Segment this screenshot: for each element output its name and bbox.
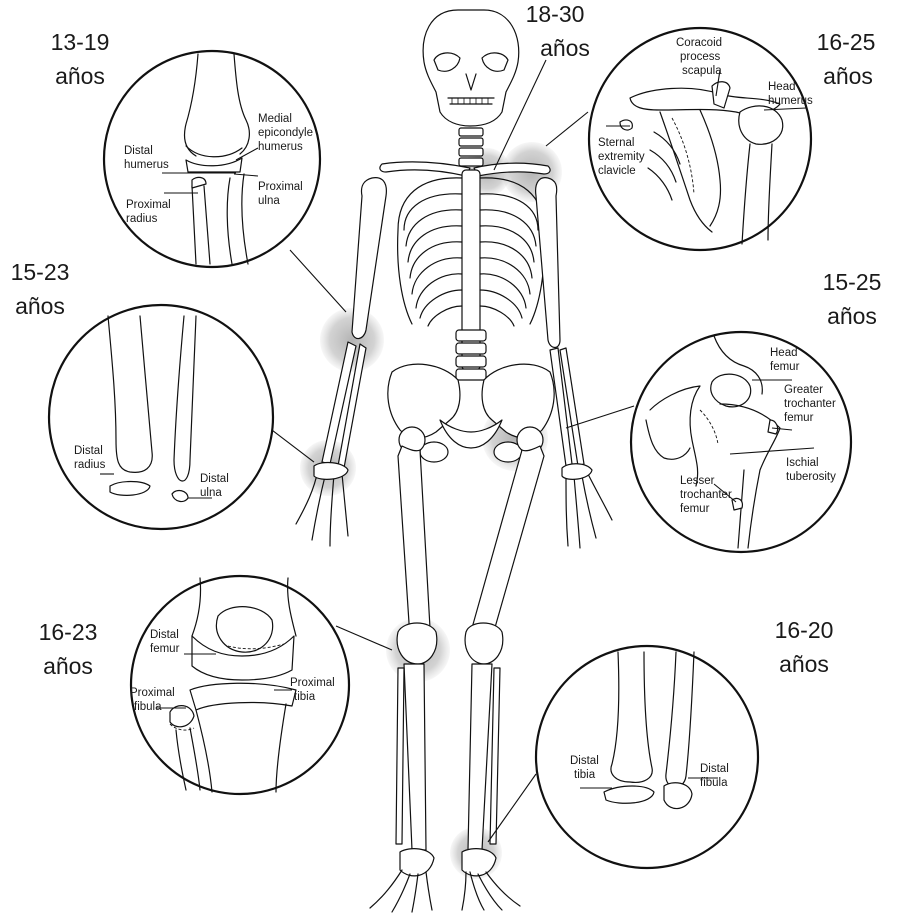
- label-proximal-radius: Proximal: [126, 199, 171, 211]
- label-ischial-tuberosity: Ischial: [786, 457, 819, 469]
- right-leg: [462, 446, 544, 910]
- label-distal-fibula: Distal: [700, 763, 729, 775]
- label-sternal-extremity: Sternal: [598, 137, 634, 149]
- clavicle-age-range: 18-30: [526, 1, 585, 27]
- label-distal-radius: Distal: [74, 445, 103, 457]
- wrist-inset: 15-23 años Distal radius Distal ulna: [11, 259, 273, 529]
- elbow-age-unit: años: [55, 63, 105, 89]
- shoulder-leader: [546, 112, 588, 146]
- label-medial-epicondyle: Medial: [258, 113, 292, 125]
- svg-text:radius: radius: [74, 459, 106, 471]
- svg-text:tibia: tibia: [574, 769, 596, 781]
- label-proximal-tibia: Proximal: [290, 677, 335, 689]
- svg-text:process: process: [680, 51, 721, 63]
- svg-text:tibia: tibia: [294, 691, 316, 703]
- svg-text:ulna: ulna: [258, 195, 280, 207]
- label-greater-trochanter: Greater: [784, 384, 823, 396]
- label-distal-humerus: Distal: [124, 145, 153, 157]
- cervical-spine: [459, 128, 483, 166]
- right-arm: [536, 178, 612, 548]
- label-head-femur: Head: [770, 347, 798, 359]
- ankle-age-range: 16-20: [775, 617, 834, 643]
- svg-text:trochanter: trochanter: [784, 398, 836, 410]
- label-distal-tibia: Distal: [570, 755, 599, 767]
- ankle-inset: 16-20 años Distal tibia Distal fibula: [536, 617, 833, 868]
- wrist-leader: [272, 430, 314, 462]
- shoulder-age-unit: años: [823, 63, 873, 89]
- svg-text:fibula: fibula: [134, 701, 162, 713]
- shoulder-inset: 16-25 años Coracoid process scapula Head…: [589, 28, 875, 250]
- left-tarsals: [400, 849, 434, 876]
- svg-text:scapula: scapula: [682, 65, 722, 77]
- left-knee-joint: [397, 623, 437, 664]
- svg-text:radius: radius: [126, 213, 158, 225]
- ankle-age-unit: años: [779, 651, 829, 677]
- label-head-humerus: Head: [768, 81, 796, 93]
- knee-inset: 16-23 años Distal femur Proximal tibia P…: [39, 576, 349, 794]
- label-proximal-ulna: Proximal: [258, 181, 303, 193]
- right-humerus: [536, 178, 560, 348]
- right-hand: [566, 474, 612, 548]
- wrist-age-range: 15-23: [11, 259, 70, 285]
- hip-age-range: 15-25: [823, 269, 882, 295]
- elbow-inset: 13-19 años Medial epicondyle humerus Dis…: [51, 29, 320, 267]
- label-proximal-fibula: Proximal: [130, 687, 175, 699]
- label-distal-ulna: Distal: [200, 473, 229, 485]
- svg-text:femur: femur: [784, 412, 814, 424]
- clavicle-age-unit: años: [540, 35, 590, 61]
- left-clavicle: [380, 162, 470, 176]
- left-foot: [370, 870, 432, 912]
- right-tibia: [468, 664, 492, 850]
- right-fibula: [490, 668, 500, 844]
- svg-text:epicondyle: epicondyle: [258, 127, 313, 139]
- svg-text:fibula: fibula: [700, 777, 728, 789]
- clavicle-age: 18-30 años: [526, 1, 590, 61]
- svg-text:tuberosity: tuberosity: [786, 471, 836, 483]
- knee-leader: [336, 626, 392, 650]
- left-tibia: [404, 664, 426, 850]
- label-distal-femur: Distal: [150, 629, 179, 641]
- svg-text:femur: femur: [680, 503, 710, 515]
- skull: [423, 10, 519, 126]
- hip-inset: 15-25 años Head femur Greater trochanter…: [631, 269, 881, 552]
- svg-text:clavicle: clavicle: [598, 165, 636, 177]
- label-coracoid-process: Coracoid: [676, 37, 722, 49]
- svg-text:femur: femur: [150, 643, 180, 655]
- elbow-leader: [290, 250, 346, 312]
- label-lesser-trochanter: Lesser: [680, 475, 715, 487]
- svg-text:extremity: extremity: [598, 151, 645, 163]
- knee-age-unit: años: [43, 653, 93, 679]
- svg-text:ulna: ulna: [200, 487, 222, 499]
- wrist-inset-circle: [49, 305, 273, 529]
- left-femur: [398, 446, 430, 642]
- svg-text:femur: femur: [770, 361, 800, 373]
- elbow-age-range: 13-19: [51, 29, 110, 55]
- knee-age-range: 16-23: [39, 619, 98, 645]
- hip-age-unit: años: [827, 303, 877, 329]
- svg-text:humerus: humerus: [124, 159, 169, 171]
- right-femur: [472, 446, 544, 642]
- svg-text:humerus: humerus: [768, 95, 813, 107]
- shoulder-age-range: 16-25: [817, 29, 876, 55]
- svg-text:trochanter: trochanter: [680, 489, 732, 501]
- right-knee-joint: [465, 623, 503, 664]
- wrist-age-unit: años: [15, 293, 65, 319]
- left-fibula: [396, 668, 404, 844]
- svg-text:humerus: humerus: [258, 141, 303, 153]
